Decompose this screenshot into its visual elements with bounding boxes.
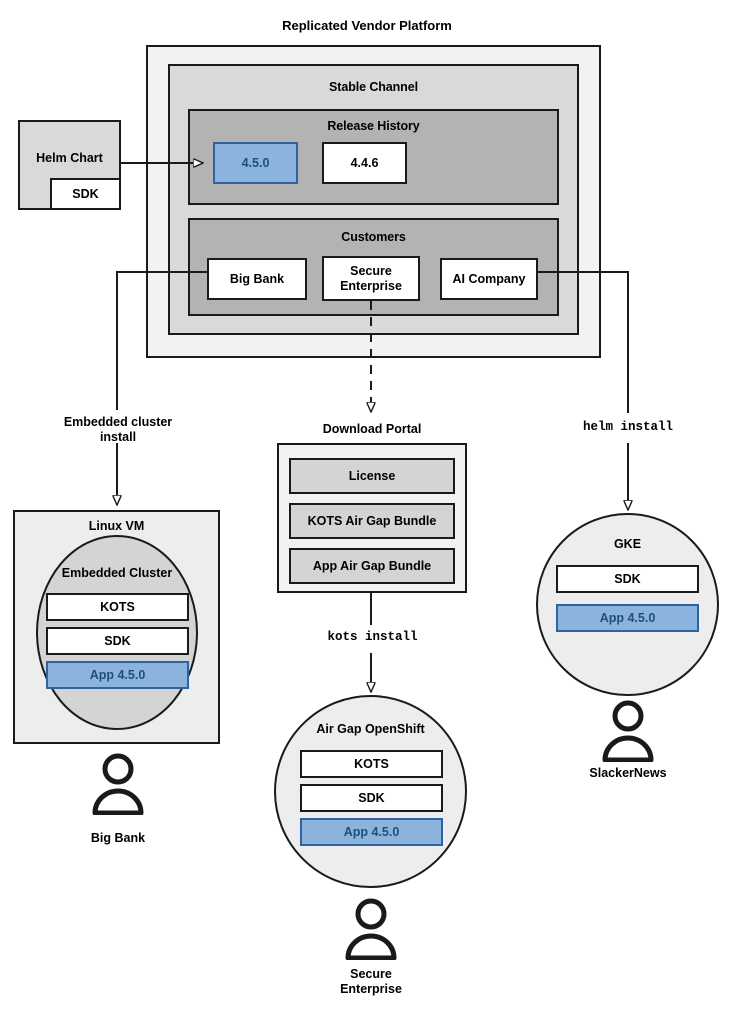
gke-component-sdk-label: SDK xyxy=(614,571,641,586)
helm-chart-sdk-box[interactable]: SDK xyxy=(50,178,121,210)
actor-label-slackernews: SlackerNews xyxy=(589,766,667,780)
download-portal-title: Download Portal xyxy=(322,422,422,436)
edge-label-kots-install: kots install xyxy=(327,630,418,644)
customer-big-bank-box[interactable]: Big Bank xyxy=(207,258,307,300)
actor-label-big-bank: Big Bank xyxy=(90,831,146,845)
stable-channel-label: Stable Channel xyxy=(329,80,418,94)
actor-icon-secure-enterprise xyxy=(345,898,397,960)
openshift-component-sdk[interactable]: SDK xyxy=(300,784,443,812)
edge-label-embedded-cluster-install-line1: Embedded cluster xyxy=(63,415,173,429)
linux-vm-component-kots-label: KOTS xyxy=(100,599,135,614)
actor-label-secure-enterprise-line2: Enterprise xyxy=(340,982,402,996)
customers-label: Customers xyxy=(341,230,406,244)
customer-big-bank-label: Big Bank xyxy=(229,271,285,286)
openshift-component-app-label: App 4.5.0 xyxy=(343,825,400,839)
download-portal-item-license-label: License xyxy=(348,469,396,483)
download-portal-item-app-air-gap-bundle[interactable]: App Air Gap Bundle xyxy=(289,548,455,584)
customer-ai-company-label: AI Company xyxy=(452,271,526,286)
actor-icon-big-bank xyxy=(92,753,144,815)
gke-component-app-label: App 4.5.0 xyxy=(599,611,656,625)
release-4-5-0-version: 4.5.0 xyxy=(241,156,270,170)
gke-title: GKE xyxy=(613,537,642,551)
release-history-label: Release History xyxy=(327,119,420,133)
edge-label-helm-install: helm install xyxy=(582,420,673,434)
download-portal-item-kots-air-gap-bundle[interactable]: KOTS Air Gap Bundle xyxy=(289,503,455,539)
edge-label-embedded-cluster-install-line2: install xyxy=(99,430,137,445)
gke-component-sdk[interactable]: SDK xyxy=(556,565,699,593)
linux-vm-component-kots[interactable]: KOTS xyxy=(46,593,189,621)
download-portal-item-app-air-gap-bundle-label: App Air Gap Bundle xyxy=(312,559,432,573)
linux-vm-component-app-label: App 4.5.0 xyxy=(89,668,146,682)
customer-secure-enterprise-label-line1: Secure xyxy=(350,263,392,278)
embedded-cluster-title: Embedded Cluster xyxy=(61,566,173,580)
actor-label-secure-enterprise-line1: Secure xyxy=(350,967,392,981)
customer-ai-company-box[interactable]: AI Company xyxy=(440,258,538,300)
linux-vm-component-app[interactable]: App 4.5.0 xyxy=(46,661,189,689)
linux-vm-component-sdk[interactable]: SDK xyxy=(46,627,189,655)
download-portal-item-license[interactable]: License xyxy=(289,458,455,494)
openshift-component-kots-label: KOTS xyxy=(354,756,389,771)
customer-secure-enterprise-box[interactable]: Secure Enterprise xyxy=(322,256,420,301)
download-portal-item-kots-air-gap-bundle-label: KOTS Air Gap Bundle xyxy=(307,514,437,528)
linux-vm-component-sdk-label: SDK xyxy=(104,633,131,648)
release-4-4-6-version: 4.4.6 xyxy=(350,155,379,170)
air-gap-openshift-title: Air Gap OpenShift xyxy=(316,722,425,736)
openshift-component-app[interactable]: App 4.5.0 xyxy=(300,818,443,846)
release-4-5-0-box[interactable]: 4.5.0 xyxy=(213,142,298,184)
gke-component-app[interactable]: App 4.5.0 xyxy=(556,604,699,632)
openshift-component-kots[interactable]: KOTS xyxy=(300,750,443,778)
openshift-component-sdk-label: SDK xyxy=(358,790,385,805)
helm-chart-label: Helm Chart xyxy=(36,151,103,165)
actor-icon-slackernews xyxy=(602,700,654,762)
customer-secure-enterprise-label-line2: Enterprise xyxy=(340,278,402,293)
linux-vm-title: Linux VM xyxy=(88,519,145,533)
helm-chart-sdk-label: SDK xyxy=(72,186,99,201)
release-4-4-6-box[interactable]: 4.4.6 xyxy=(322,142,407,184)
page-title: Replicated Vendor Platform xyxy=(282,18,452,33)
edge-label-embedded-cluster-install: Embedded cluster install xyxy=(33,415,203,446)
actor-label-secure-enterprise: Secure Enterprise xyxy=(301,967,441,997)
